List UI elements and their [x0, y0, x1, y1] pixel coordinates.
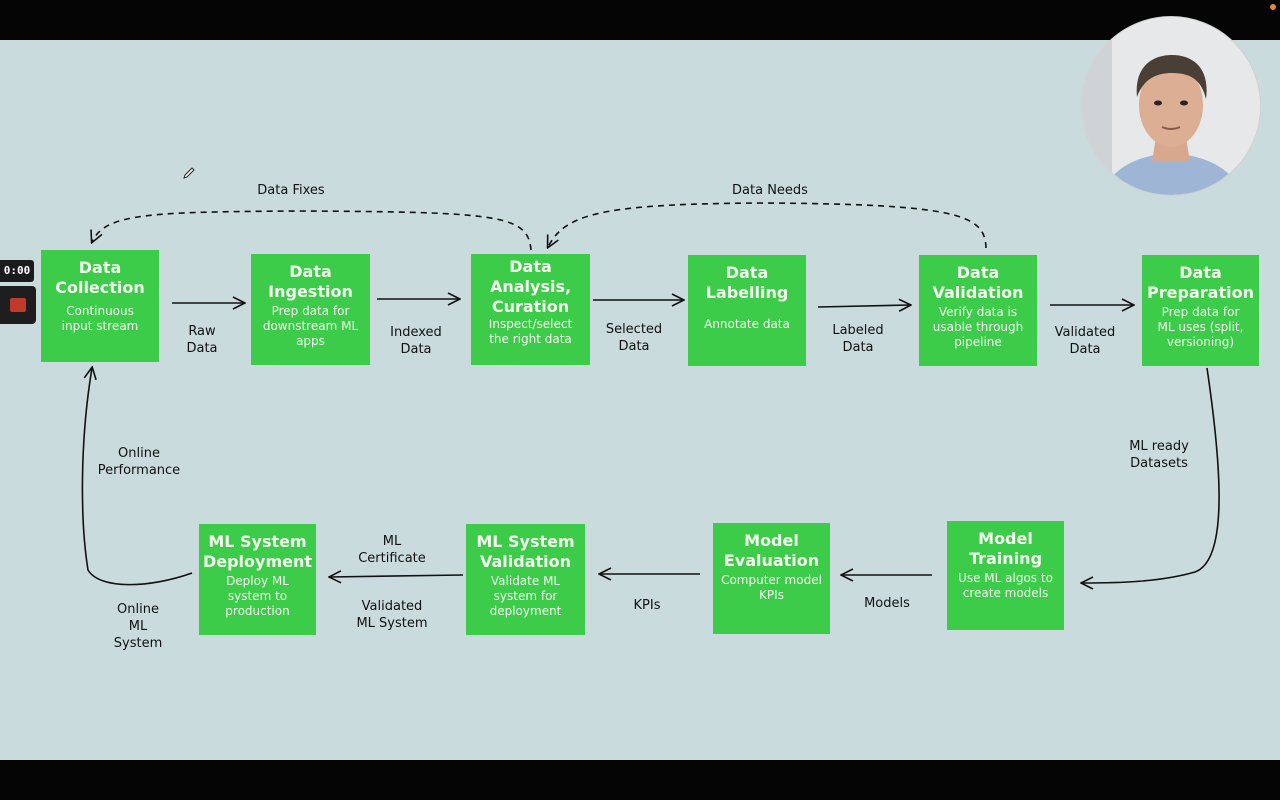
- top-letterbox-bar: [0, 0, 1280, 40]
- presenter-avatar-icon: [1082, 17, 1260, 195]
- label-models: Models: [864, 596, 910, 611]
- label-data-needs: Data Needs: [732, 183, 808, 198]
- stop-recording-button[interactable]: [0, 286, 36, 324]
- bottom-letterbox-bar: [0, 760, 1280, 800]
- recording-timer: 0:00: [0, 260, 34, 282]
- label-kpis: KPIs: [633, 598, 661, 613]
- recording-indicator-icon: [1270, 4, 1276, 10]
- stop-recording-icon: [10, 298, 26, 312]
- box-subtitle: Annotate data: [704, 317, 790, 331]
- label-data-fixes: Data Fixes: [257, 183, 325, 198]
- pencil-cursor-icon: [183, 167, 195, 179]
- whiteboard-canvas: [0, 40, 1280, 760]
- presenter-webcam: [1081, 16, 1261, 196]
